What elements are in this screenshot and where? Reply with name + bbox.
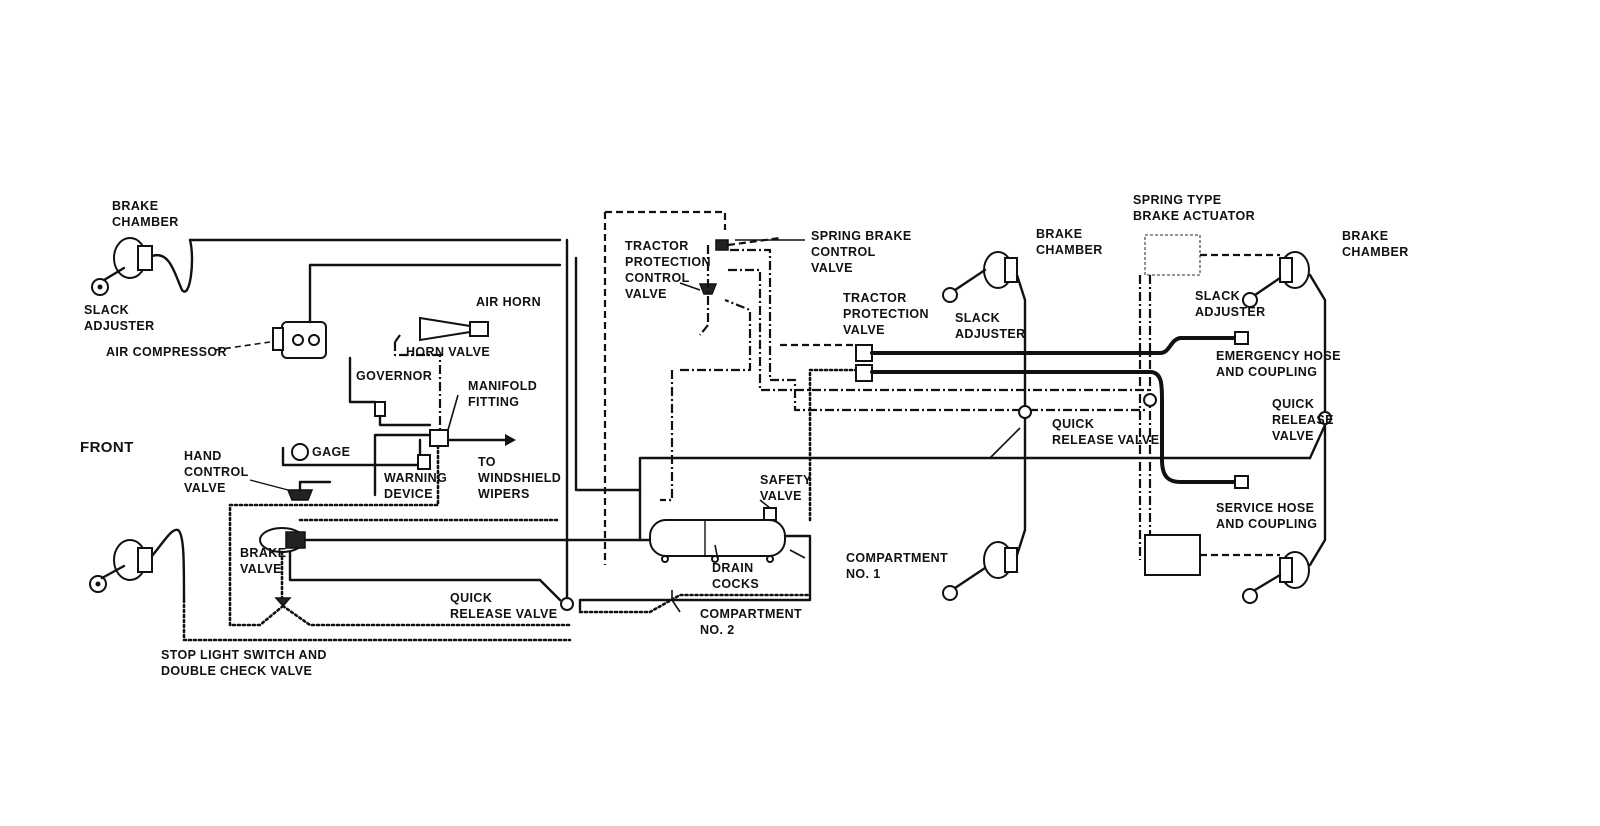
- compartment-no2-label: COMPARTMENT NO. 2: [700, 607, 803, 637]
- air-horn: [393, 316, 489, 430]
- horn-valve-label: HORN VALVE: [406, 345, 491, 359]
- gage-label: GAGE: [312, 445, 351, 459]
- spring-type-brake-actuator-label: SPRING TYPE BRAKE ACTUATOR: [1133, 193, 1256, 223]
- governor-label: GOVERNOR: [356, 369, 433, 383]
- air-compressor: [272, 263, 562, 359]
- front-left-lower-brake-chamber: [89, 528, 186, 642]
- brake-valve: [259, 518, 652, 602]
- slack-adjuster-left-label: SLACK ADJUSTER: [84, 303, 155, 333]
- stop-light-switch-label: STOP LIGHT SWITCH AND DOUBLE CHECK VALVE: [161, 648, 327, 678]
- tractor-protection-control-valve-label: TRACTOR PROTECTION CONTROL VALVE: [625, 239, 711, 301]
- front-left-brake-chamber: [91, 237, 562, 296]
- brake-chamber-right-label: BRAKE CHAMBER: [1342, 229, 1409, 259]
- air-compressor-label: AIR COMPRESSOR: [106, 345, 227, 359]
- service-hose-label: SERVICE HOSE AND COUPLING: [1216, 501, 1318, 531]
- hand-control-valve: [249, 479, 332, 501]
- tractor-protection-control-valve: [603, 210, 752, 565]
- manifold-fitting: [228, 429, 516, 627]
- slack-adjuster-mid-label: SLACK ADJUSTER: [955, 311, 1026, 341]
- to-windshield-wipers-label: TO WINDSHIELD WIPERS: [478, 455, 562, 501]
- warning-device: [373, 433, 432, 497]
- slack-adjuster-right-label: SLACK ADJUSTER: [1195, 289, 1266, 319]
- tractor-protection-valve: [780, 336, 1237, 484]
- drain-cocks-label: DRAIN COCKS: [712, 561, 760, 591]
- quick-release-valve-right-label: QUICK RELEASE VALVE: [1272, 397, 1334, 443]
- quick-release-valve-left: [560, 238, 642, 611]
- quick-release-valve-mid-label: QUICK RELEASE VALVE: [1052, 417, 1160, 447]
- right-axle-brakes: [1242, 251, 1332, 604]
- manifold-fitting-label: MANIFOLD FITTING: [468, 379, 538, 409]
- gage: [281, 438, 422, 467]
- safety-valve: [763, 507, 777, 521]
- air-reservoir: [578, 368, 1312, 614]
- warning-device-label: WARNING DEVICE: [384, 471, 448, 501]
- stop-light-switch: [182, 597, 572, 642]
- service-hose-coupling: [1234, 475, 1249, 489]
- spring-brake-control-valve: [715, 236, 1150, 412]
- air-horn-label: AIR HORN: [476, 295, 542, 309]
- compartment-no1-label: COMPARTMENT NO. 1: [846, 551, 949, 581]
- mid-axle-brakes: [942, 251, 1032, 601]
- front-label: FRONT: [80, 439, 134, 456]
- governor: [348, 356, 432, 427]
- spring-brake-control-valve-label: SPRING BRAKE CONTROL VALVE: [811, 229, 912, 275]
- brake-valve-label: BRAKE VALVE: [240, 546, 287, 576]
- spring-brake-actuators: [1138, 234, 1280, 576]
- emergency-hose-coupling: [1234, 331, 1249, 345]
- brake-chamber-left-top-label: BRAKE CHAMBER: [112, 199, 179, 229]
- quick-release-valve-left-label: QUICK RELEASE VALVE: [450, 591, 558, 621]
- tractor-protection-valve-label: TRACTOR PROTECTION VALVE: [843, 291, 929, 337]
- emergency-hose-label: EMERGENCY HOSE AND COUPLING: [1216, 349, 1341, 379]
- brake-chamber-mid-label: BRAKE CHAMBER: [1036, 227, 1103, 257]
- hand-control-valve-label: HAND CONTROL VALVE: [184, 449, 249, 495]
- leader-lines: [214, 239, 1021, 613]
- safety-valve-label: SAFETY VALVE: [760, 473, 812, 503]
